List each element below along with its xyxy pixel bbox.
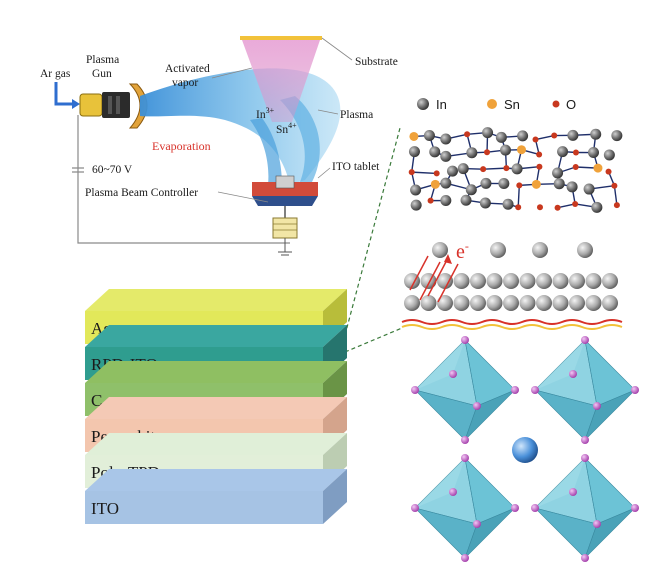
substrate-label: Substrate <box>355 56 398 68</box>
legend-o-label: O <box>566 97 576 112</box>
stack-layer-top-face <box>85 361 347 383</box>
substrate-atom-rows <box>404 242 618 311</box>
electron-label: e- <box>456 239 469 263</box>
octahedron-1 <box>411 336 519 444</box>
voltage-label: 60~70 V <box>92 164 133 176</box>
device-stack: AgRPD-ITOC60PerovskitePoly-TPDITO <box>85 289 347 524</box>
stack-layer-front-face <box>85 491 323 524</box>
ito-tablet-label: ITO tablet <box>332 161 380 173</box>
evaporation-label: Evaporation <box>152 139 211 153</box>
plasma-gun-label-line2: Gun <box>92 68 112 80</box>
plasma-beam-controller-label: Plasma Beam Controller <box>85 187 198 199</box>
ar-gas-label: Ar gas <box>40 68 71 80</box>
octahedron-2 <box>531 336 639 444</box>
sn-ion-label: Sn4+ <box>276 121 297 136</box>
activated-vapor-label-line1: Activated <box>165 63 210 75</box>
ar-gas-arrow <box>54 82 72 106</box>
legend-sn-label: Sn <box>504 97 520 112</box>
perovskite-crystal-structure <box>411 336 639 562</box>
stack-layer-6: ITO <box>85 469 347 524</box>
element-legend: In Sn O <box>417 97 576 112</box>
stack-layer-top-face <box>85 469 347 491</box>
zoom-connector-bottom <box>344 327 403 353</box>
stack-layer-top-face <box>85 433 347 455</box>
legend-in-marker <box>417 98 429 110</box>
amorphous-ito-network <box>408 127 623 213</box>
octahedron-4 <box>531 454 639 562</box>
stack-layer-side-face <box>323 469 347 524</box>
wavy-interface <box>401 319 623 325</box>
in-ion-label: In3+ <box>256 106 275 121</box>
legend-in-label: In <box>436 97 447 112</box>
stack-layer-top-face <box>85 397 347 419</box>
stack-layer-label: ITO <box>91 499 119 518</box>
substrate-plate <box>240 36 322 40</box>
plasma-label: Plasma <box>340 109 373 121</box>
activated-vapor-cone <box>242 40 320 122</box>
zoom-connector-top <box>344 127 401 336</box>
octahedron-3 <box>411 454 519 562</box>
stack-layer-top-face <box>85 289 347 311</box>
circuit-wire <box>72 115 290 244</box>
ito-tablet-crucible <box>252 175 318 256</box>
plasma-gun <box>79 83 148 129</box>
stack-layer-top-face <box>85 325 347 347</box>
activated-vapor-label-line2: vapor <box>172 77 198 89</box>
rpd-schematic: Ar gas Plasma Gun Activated vapor Substr… <box>40 36 398 256</box>
center-a-site-atom <box>512 437 538 463</box>
legend-o-marker <box>552 100 560 108</box>
electron-arrows <box>409 254 459 303</box>
plasma-gun-label-line1: Plasma <box>86 54 119 66</box>
legend-sn-marker <box>487 99 497 109</box>
